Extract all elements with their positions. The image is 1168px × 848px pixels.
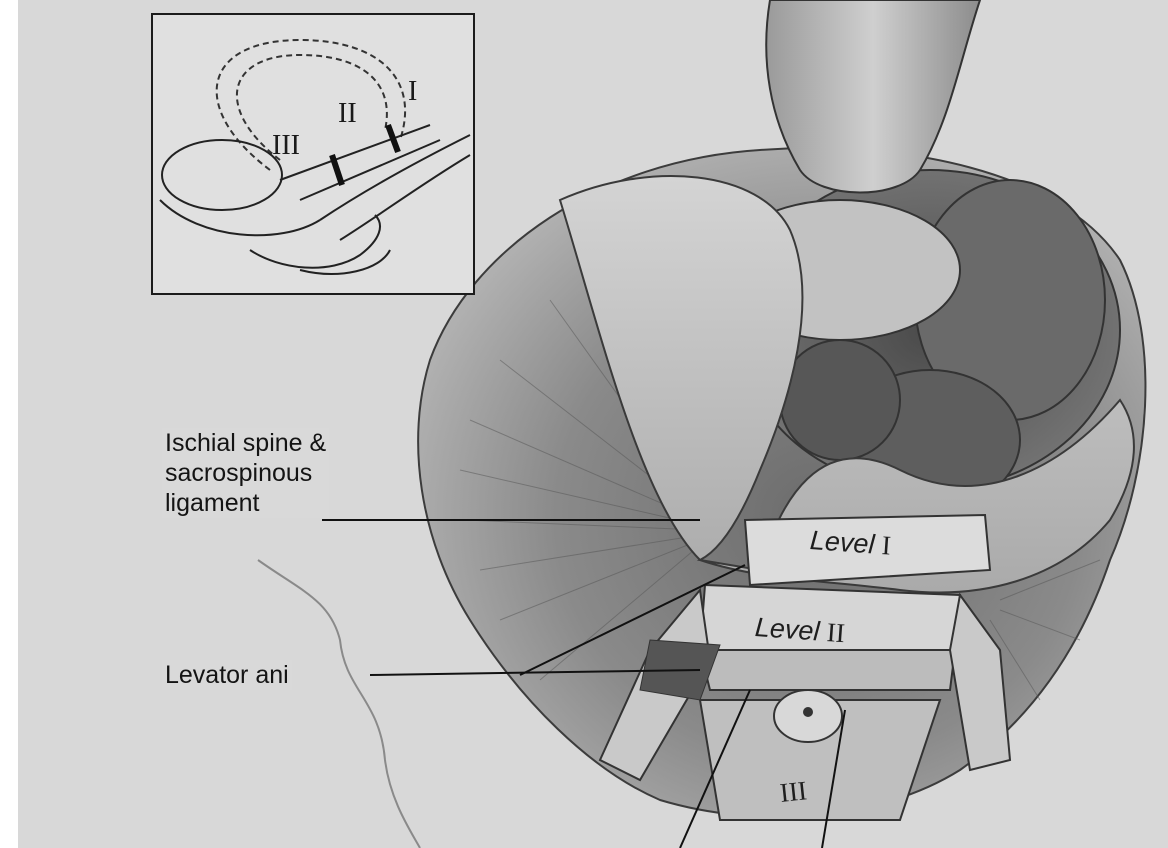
inset-label-ii: II — [338, 100, 357, 128]
callout-ischial-line2: sacrospinous — [165, 458, 326, 488]
cavity-lobe — [780, 340, 900, 460]
inset-label-iii: III — [272, 132, 300, 160]
label-level-three-num: III — [778, 775, 808, 808]
inset-sagittal-diagram — [152, 14, 474, 294]
urethra-opening — [803, 707, 813, 717]
inset-label-i: I — [408, 78, 417, 106]
level-two-lower — [700, 650, 955, 690]
label-level-two: Level II — [754, 612, 846, 649]
label-level-two-num: II — [826, 617, 846, 648]
inset-frame — [152, 14, 474, 294]
label-level-one: Level I — [809, 525, 892, 562]
callout-levator-ani: Levator ani — [162, 660, 292, 690]
label-level-two-word: Level — [754, 612, 820, 646]
callout-ischial-line1: Ischial spine & — [165, 428, 326, 458]
callout-ischial-spine: Ischial spine & sacrospinous ligament — [162, 428, 329, 518]
callout-levator-text: Levator ani — [165, 660, 289, 690]
callout-ischial-line3: ligament — [165, 488, 326, 518]
label-level-three: III — [778, 775, 808, 809]
label-level-one-word: Level — [809, 525, 875, 559]
